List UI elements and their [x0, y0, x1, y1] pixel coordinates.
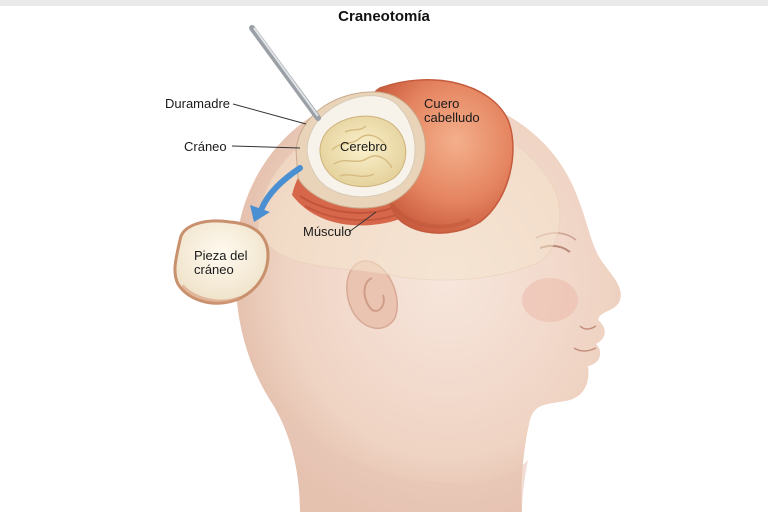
leader-lines [231, 103, 377, 233]
label-pieza-line2: cráneo [194, 262, 234, 277]
skull-piece [173, 219, 270, 305]
label-craneo: Cráneo [184, 139, 227, 154]
surgical-instrument [249, 25, 321, 121]
label-cuero-line1: Cuero [424, 96, 460, 111]
label-musculo: Músculo [303, 224, 352, 239]
label-cuero-line2: cabelludo [424, 110, 480, 125]
top-border [0, 0, 768, 6]
label-cerebro: Cerebro [340, 139, 387, 154]
exposed-brain [319, 115, 407, 188]
label-duramadre: Duramadre [165, 96, 231, 111]
label-pieza-line1: Pieza del [194, 248, 248, 263]
diagram-title: Craneotomía [338, 8, 430, 25]
arrow-icon [250, 165, 303, 222]
